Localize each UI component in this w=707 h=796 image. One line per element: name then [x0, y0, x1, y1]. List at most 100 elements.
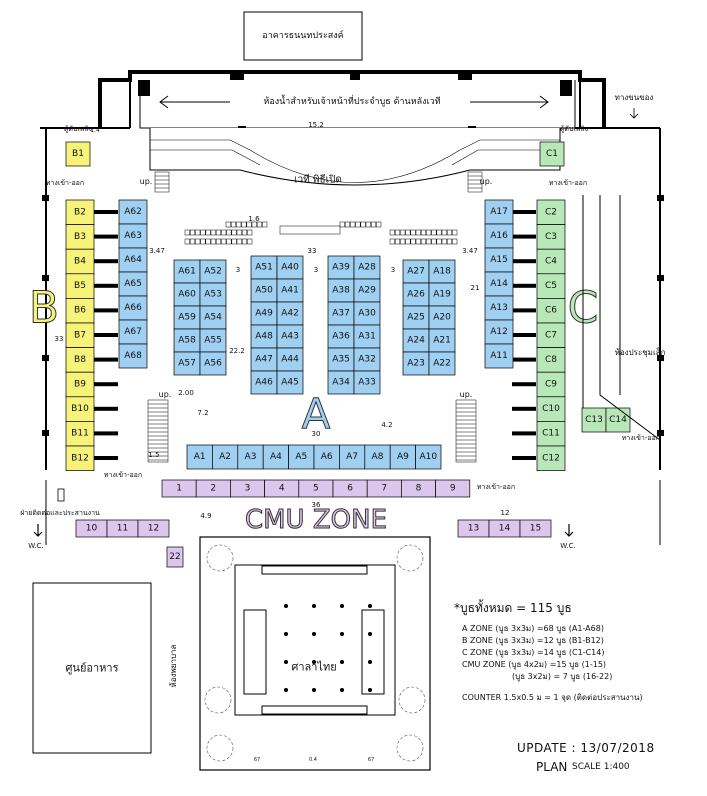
booth-a2-cell — [212, 444, 239, 470]
seat — [420, 229, 427, 236]
booth-a29: A29 — [358, 286, 376, 296]
footer-plan: PLAN — [536, 760, 568, 774]
seat — [389, 229, 395, 236]
partition — [94, 333, 118, 337]
booth-cmu-2: 2 — [210, 484, 216, 494]
booth-cmu-15: 15 — [530, 524, 541, 534]
stage-label: เวที พิธีเปิด — [294, 174, 342, 186]
booth-c10: C10 — [542, 404, 560, 414]
seat — [221, 238, 227, 245]
booth-cmu-3: 3 — [245, 484, 251, 494]
booth-a16-cell — [484, 223, 514, 249]
booth-b1: B1 — [72, 149, 84, 159]
seat — [205, 229, 211, 236]
booth-a3-cell — [237, 444, 264, 470]
seat — [236, 221, 242, 228]
seat — [360, 221, 366, 228]
booth-cmu-13: 13 — [468, 524, 479, 534]
booth-b10-cell — [65, 396, 95, 422]
booth-a58: A58 — [178, 336, 196, 346]
seat — [446, 229, 453, 236]
walkway-label: ทางขนของ — [615, 93, 654, 102]
booth-a64: A64 — [124, 255, 142, 265]
food-center-label: ศูนย์อาหาร — [65, 662, 118, 675]
booth-c13-cell — [581, 407, 607, 433]
booth-c1-cell — [539, 141, 565, 167]
booth-c8: C8 — [545, 355, 557, 365]
pavilion-column — [284, 688, 288, 692]
booth-a34: A34 — [332, 378, 350, 388]
partition — [94, 357, 118, 362]
seat — [436, 229, 442, 236]
dim-1-6: 1.6 — [248, 215, 260, 223]
seat — [230, 221, 237, 228]
dim-4-9: 4.9 — [200, 512, 211, 520]
booth-cmu-14: 14 — [499, 524, 511, 534]
booth-a28: A28 — [358, 263, 376, 273]
dim-21: 21 — [471, 284, 480, 292]
dim-bottom-c: 67 — [368, 757, 374, 763]
booth-a61: A61 — [178, 267, 196, 277]
booth-b9: B9 — [74, 380, 86, 390]
partition — [94, 456, 118, 460]
fire-cabinet-left-label: ตู้ดับเพลิง — [64, 125, 92, 133]
booth-a12-cell — [484, 319, 514, 345]
booth-c11-cell — [536, 421, 566, 447]
seat — [215, 238, 222, 245]
booth-a7: A7 — [346, 452, 358, 462]
trees — [204, 544, 426, 762]
stage-seating — [184, 221, 458, 245]
booth-c9: C9 — [545, 380, 557, 390]
seat — [394, 238, 401, 245]
seat — [215, 229, 222, 236]
seat — [225, 221, 231, 228]
booth-a24: A24 — [407, 336, 425, 346]
seat — [389, 238, 395, 245]
pavilion-column — [368, 660, 372, 664]
seat — [241, 221, 247, 228]
booth-a5-cell — [288, 444, 315, 470]
booth-c12: C12 — [542, 453, 560, 463]
legend-line-a: A ZONE (บูธ 3x3ม) =68 บูธ (A1-A68) — [462, 624, 604, 633]
dim-3-b: 3 — [314, 266, 318, 274]
partition — [512, 333, 536, 337]
seat — [355, 221, 361, 228]
dim-bottom-a: 67 — [254, 757, 260, 763]
dim-3-47-left: 3.47 — [149, 247, 165, 255]
seat — [241, 229, 248, 236]
booth-a11: A11 — [490, 351, 508, 361]
booth-a53: A53 — [204, 290, 222, 300]
booth-a59: A59 — [178, 313, 196, 323]
booth-cmu-12-cell — [137, 519, 170, 538]
partition — [512, 210, 536, 214]
dim-1-5: 1.5 — [148, 451, 159, 459]
booth-b6-cell — [65, 298, 95, 324]
seat — [226, 238, 232, 245]
booth-a21: A21 — [433, 336, 451, 346]
booth-a39: A39 — [332, 263, 350, 273]
booth-cmu-22-cell — [166, 546, 184, 568]
booth-a32: A32 — [358, 355, 376, 365]
booth-a38: A38 — [332, 286, 350, 296]
booth-a27: A27 — [407, 267, 425, 277]
booth-c1: C1 — [546, 149, 558, 159]
counter-box — [57, 488, 65, 502]
booth-c2-cell — [536, 199, 566, 225]
entrance-left-top: ทางเข้า-ออก — [46, 179, 84, 187]
booth-a8-cell — [364, 444, 391, 470]
seat — [426, 229, 432, 236]
partition — [94, 382, 118, 387]
partition — [512, 406, 536, 411]
booth-a63: A63 — [124, 231, 142, 241]
booth-a43: A43 — [281, 332, 299, 342]
booth-b7: B7 — [74, 330, 86, 340]
booth-a44: A44 — [281, 355, 299, 365]
seat — [195, 229, 201, 236]
footer-scale: SCALE 1:400 — [572, 762, 630, 772]
partition — [512, 382, 536, 387]
up-right-top: up. — [480, 177, 493, 186]
booth-b5: B5 — [74, 281, 86, 291]
booth-a47: A47 — [255, 355, 273, 365]
seat — [236, 238, 242, 245]
seat — [221, 229, 227, 236]
